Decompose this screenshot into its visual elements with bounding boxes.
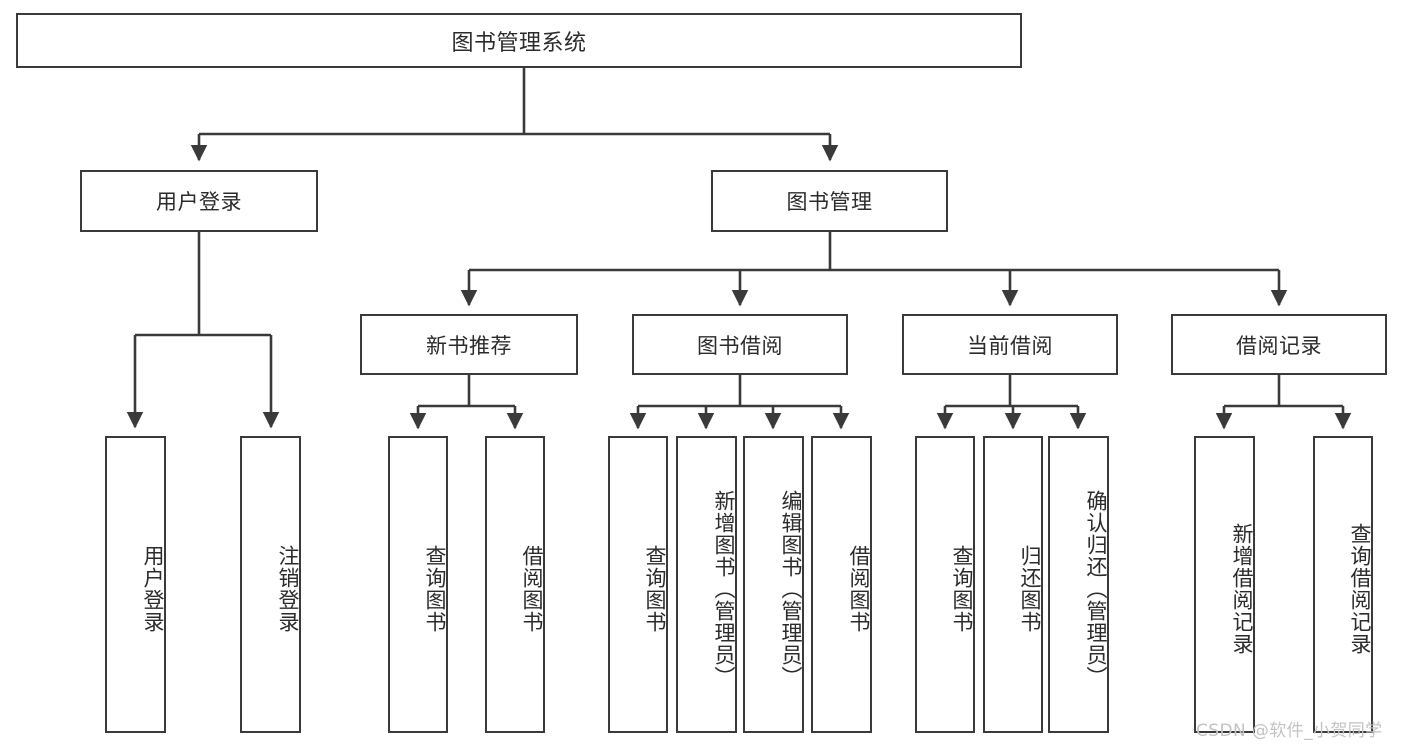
leaf-borrow-book-recommend-label: 借阅图书 [520,544,544,633]
leaf-edit-book-admin[interactable]: 编辑图书（管理员） [743,436,804,733]
node-book-borrow[interactable]: 图书借阅 [632,314,848,375]
node-book-management[interactable]: 图书管理 [711,170,948,232]
node-new-book-recommend[interactable]: 新书推荐 [360,314,578,375]
leaf-query-borrow-record[interactable]: 查询借阅记录 [1313,436,1373,733]
leaf-query-book-recommend[interactable]: 查询图书 [388,436,448,733]
node-new-book-recommend-label: 新书推荐 [426,333,512,358]
leaf-borrow-book[interactable]: 借阅图书 [811,436,872,733]
node-user-login-label: 用户登录 [156,190,242,214]
node-borrow-record[interactable]: 借阅记录 [1171,314,1387,375]
leaf-borrow-book-recommend[interactable]: 借阅图书 [485,436,545,733]
node-borrow-record-label: 借阅记录 [1236,333,1322,358]
leaf-user-login[interactable]: 用户登录 [105,436,166,733]
node-book-management-label: 图书管理 [786,190,873,214]
leaf-query-book-current-label: 查询图书 [950,544,974,633]
node-user-login[interactable]: 用户登录 [80,170,318,232]
leaf-user-logout[interactable]: 注销登录 [240,436,301,733]
leaf-confirm-return-admin[interactable]: 确认归还（管理员） [1048,436,1109,733]
node-root-label: 图书管理系统 [451,30,587,56]
leaf-query-book-recommend-label: 查询图书 [423,544,447,633]
watermark-text: CSDN @软件_小贺同学 [1196,721,1383,741]
leaf-add-book-admin[interactable]: 新增图书（管理员） [676,436,737,733]
leaf-add-borrow-record[interactable]: 新增借阅记录 [1194,436,1255,733]
node-root[interactable]: 图书管理系统 [16,13,1022,68]
node-current-borrow[interactable]: 当前借阅 [902,314,1118,375]
leaf-edit-book-admin-label: 编辑图书（管理员） [779,489,803,688]
leaf-query-book-borrow-label: 查询图书 [643,544,667,633]
leaf-return-book-label: 归还图书 [1018,544,1042,633]
leaf-query-book-current[interactable]: 查询图书 [915,436,975,733]
leaf-user-login-label: 用户登录 [141,544,165,633]
leaf-query-borrow-record-label: 查询借阅记录 [1348,522,1372,655]
leaf-return-book[interactable]: 归还图书 [983,436,1043,733]
leaf-query-book-borrow[interactable]: 查询图书 [608,436,668,733]
leaf-add-borrow-record-label: 新增借阅记录 [1230,522,1254,655]
leaf-add-book-admin-label: 新增图书（管理员） [712,489,736,688]
node-book-borrow-label: 图书借阅 [697,333,783,358]
leaf-user-logout-label: 注销登录 [276,544,300,633]
leaf-confirm-return-admin-label: 确认归还（管理员） [1084,489,1108,688]
node-current-borrow-label: 当前借阅 [967,333,1053,358]
leaf-borrow-book-label: 借阅图书 [847,544,871,633]
